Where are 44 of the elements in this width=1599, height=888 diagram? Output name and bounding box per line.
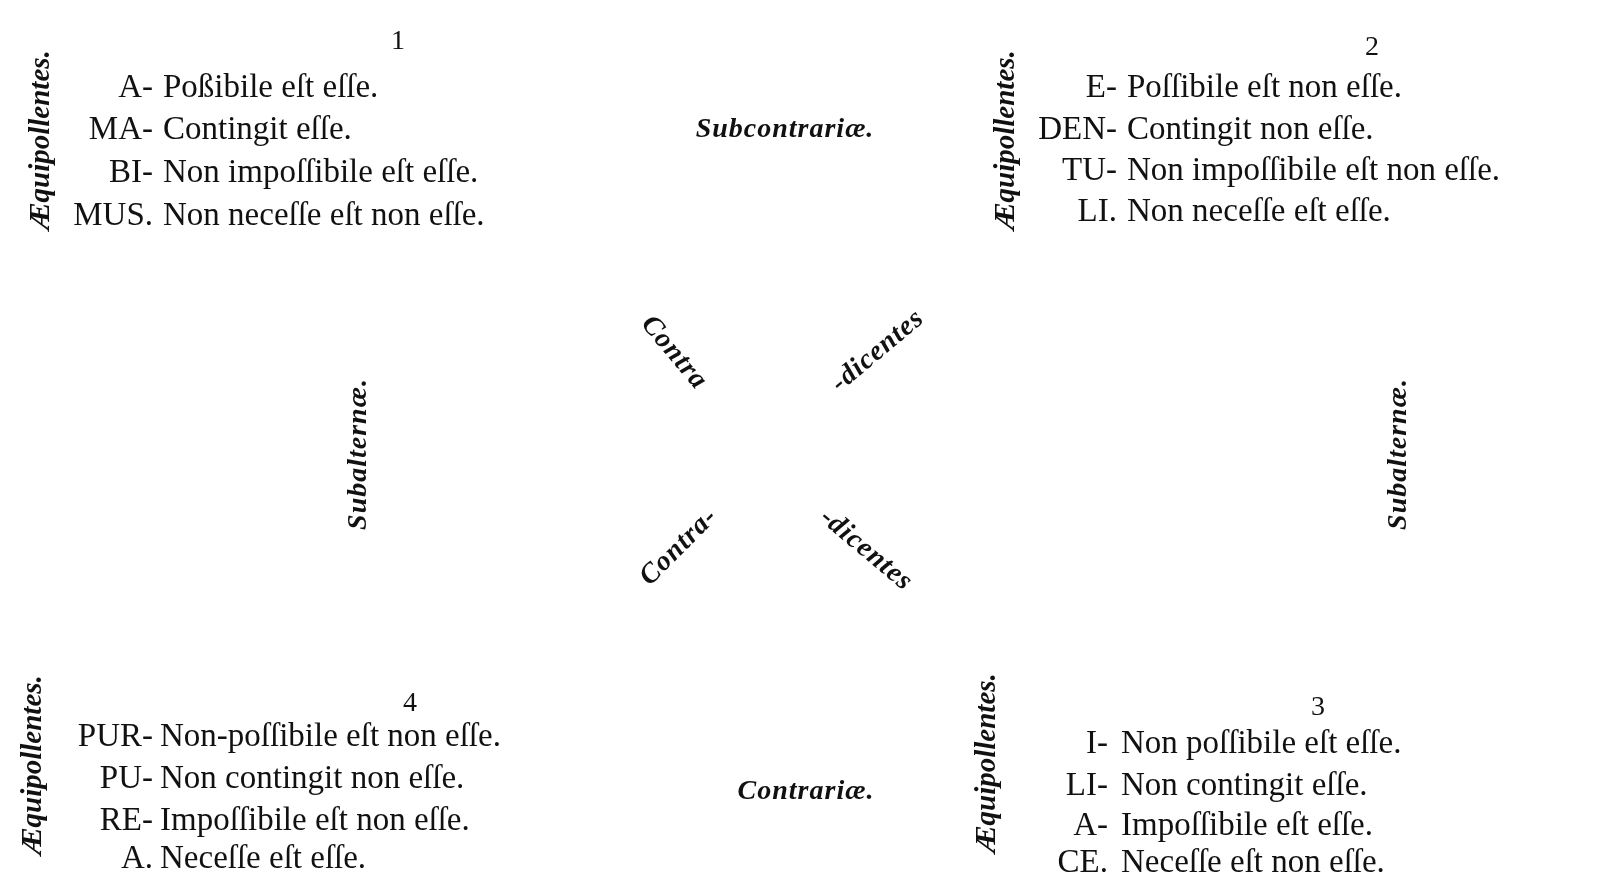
mnemonic-syllable: A. [120,838,153,876]
corner-number: 1 [391,24,405,56]
mnemonic-syllable: LI. [1077,191,1117,229]
proposition-text: Non impoſſibile eſt non eſſe. [1127,150,1501,188]
proposition-text: Non neceſſe eſt eſſe. [1127,191,1391,229]
mnemonic-syllable: DEN- [1038,109,1117,147]
mnemonic-syllable: PUR- [77,716,153,754]
proposition-text: Contingit non eſſe. [1127,109,1374,147]
vertical-caption: Æquipollentes. [970,673,1002,853]
mnemonic-syllable: A- [1073,805,1108,843]
relation-label: Contrariæ. [737,774,875,806]
proposition-text: Poſſibile eſt non eſſe. [1127,67,1402,105]
vertical-caption: Æquipollentes. [989,50,1021,230]
corner-number: 4 [403,686,417,718]
mnemonic-syllable: A- [118,67,153,105]
mnemonic-syllable: BI- [109,152,153,190]
corner-number: 2 [1365,30,1379,62]
proposition-text: Impoſſibile eſt non eſſe. [160,800,470,838]
mnemonic-syllable: MA- [88,109,153,147]
proposition-text: Non neceſſe eſt non eſſe. [163,195,485,233]
proposition-text: Non poſſibile eſt eſſe. [1121,723,1402,761]
proposition-text: Neceſſe eſt non eſſe. [1121,842,1385,880]
relation-label: Subalternæ. [1381,378,1413,530]
mnemonic-syllable: E- [1085,67,1117,105]
mnemonic-syllable: MUS. [73,195,153,233]
corner-number: 3 [1311,690,1325,722]
proposition-text: Non-poſſibile eſt non eſſe. [160,716,501,754]
relation-label: Subalternæ. [341,378,373,530]
relation-label: Subcontrariæ. [695,112,875,144]
proposition-text: Poßibile eſt eſſe. [163,67,379,105]
proposition-text: Non contingit eſſe. [1121,765,1368,803]
mnemonic-syllable: CE. [1057,842,1108,880]
mnemonic-syllable: RE- [99,800,153,838]
mnemonic-syllable: TU- [1062,150,1117,188]
proposition-text: Non contingit non eſſe. [160,758,465,796]
mnemonic-syllable: PU- [99,758,153,796]
proposition-text: Impoſſibile eſt eſſe. [1121,805,1373,843]
mnemonic-syllable: I- [1086,723,1108,761]
mnemonic-syllable: LI- [1065,765,1108,803]
proposition-text: Non impoſſibile eſt eſſe. [163,152,479,190]
proposition-text: Contingit eſſe. [163,109,352,147]
vertical-caption: Æquipollentes. [24,50,56,230]
proposition-text: Neceſſe eſt eſſe. [160,838,367,876]
vertical-caption: Æquipollentes. [16,675,48,855]
